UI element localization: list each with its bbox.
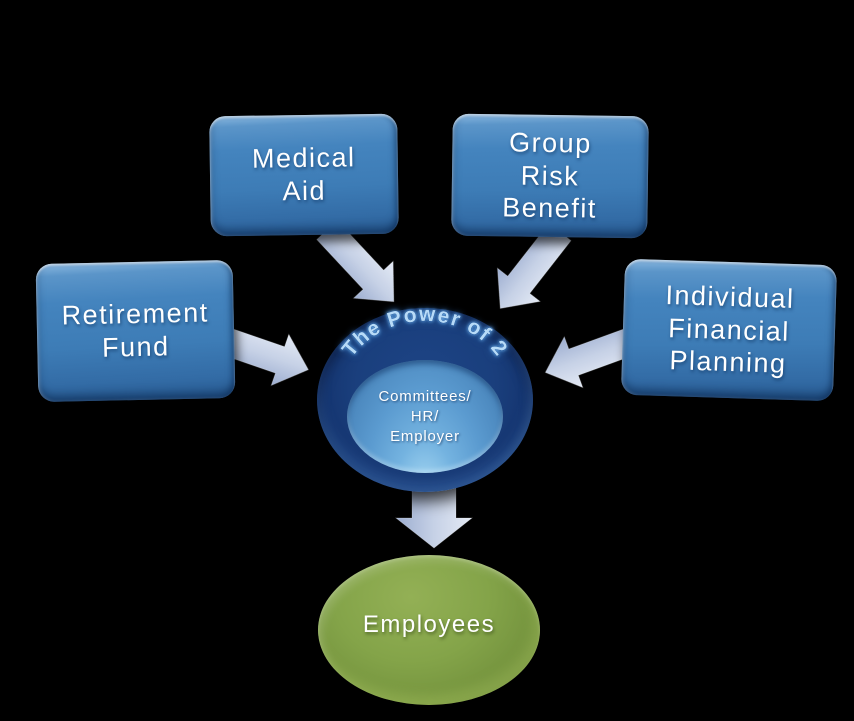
arrow-individual-to-hub [544, 328, 635, 389]
node-label-line: Risk [520, 160, 580, 191]
node-individual-financial-planning: Individual Financial Planning [620, 258, 838, 402]
hub-inner-label-line: HR/ [410, 407, 440, 425]
node-label-line: Financial [667, 312, 791, 347]
node-label-line: Benefit [502, 192, 598, 225]
node-retirement-fund: Retirement Fund [35, 259, 236, 403]
node-label-line: Retirement [61, 297, 209, 331]
node-label-line: Group [508, 127, 592, 159]
node-medical-aid: Medical Aid [209, 113, 399, 237]
node-label-line: Aid [282, 175, 327, 207]
arrow-medical-to-hub [316, 219, 395, 303]
node-label-line: Planning [668, 345, 787, 380]
node-label-line: Fund [101, 331, 170, 363]
hub-inner-label-line: Employer [390, 427, 460, 445]
node-label-line: Medical [251, 142, 356, 174]
employees-label: Employees [362, 611, 496, 638]
arrow-hub-to-employees [394, 483, 474, 549]
hub-inner-ellipse: Committees/ HR/ Employer [347, 360, 503, 473]
node-group-risk-benefit: Group Risk Benefit [451, 113, 649, 239]
node-label-line: Individual [665, 279, 796, 314]
node-employees: Employees [318, 555, 540, 705]
hub-inner-label-line: Committees/ [378, 387, 472, 405]
